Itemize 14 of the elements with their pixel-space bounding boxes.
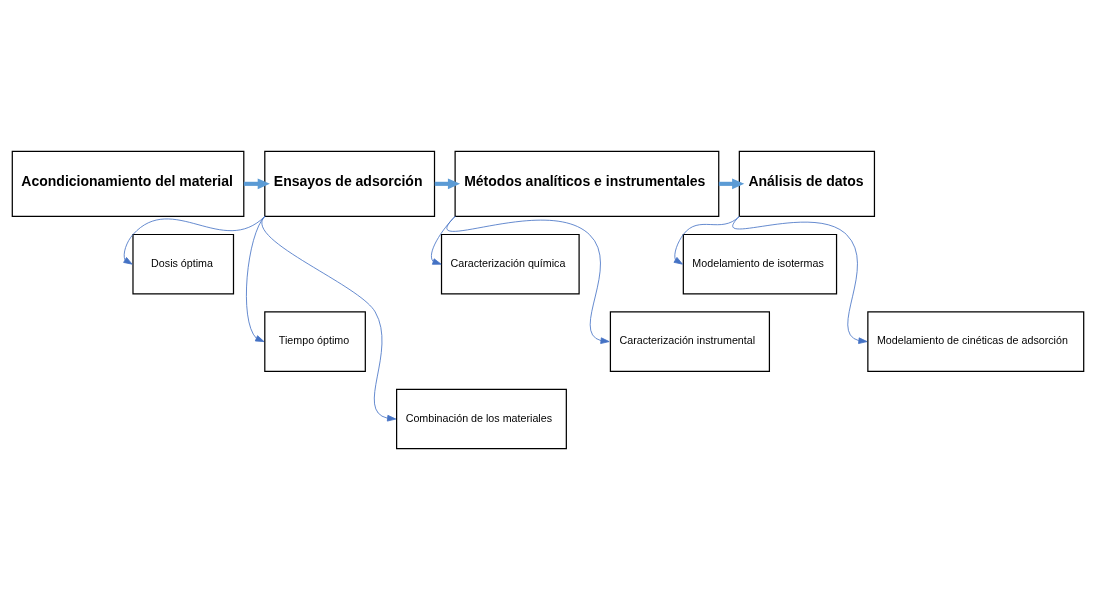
arrow [446,215,610,344]
node-box: Métodos analíticos e instrumentales [454,150,720,217]
arrow [261,215,397,422]
node-box: Tiempo óptimo [264,311,366,372]
node-box: Dosis óptima [132,233,235,295]
node-box: Modelamiento de cinéticas de adsorción [867,311,1085,372]
node-box: Análisis de datos [738,150,876,217]
node-box: Caracterización química [440,233,580,295]
node-box: Combinación de los materiales [396,388,567,450]
node-box: Modelamiento de isotermas [682,233,838,295]
node-box: Ensayos de adsorción [264,150,436,217]
node-box: Caracterización instrumental [609,311,771,372]
arrow [732,215,868,344]
node-box: Acondicionamiento del material [11,150,245,217]
